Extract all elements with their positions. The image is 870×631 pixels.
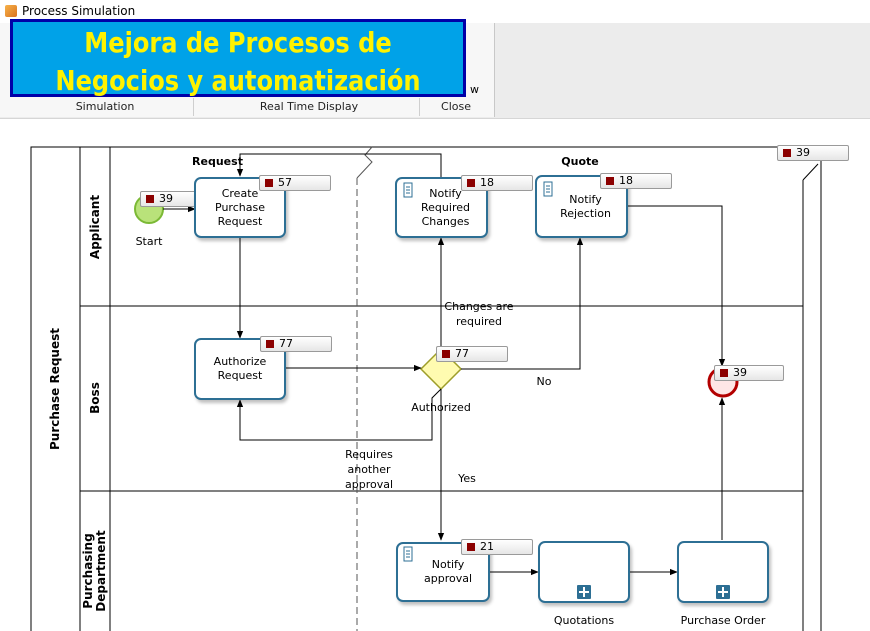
scroll-icon	[403, 182, 413, 198]
task-count-badge: 77	[260, 336, 332, 352]
task-count-badge: 57	[259, 175, 331, 191]
pool-border	[30, 146, 822, 631]
ribbon-group-close[interactable]: Close	[441, 100, 471, 113]
pool-label: Purchase Request	[48, 328, 62, 450]
window-title: Process Simulation	[22, 4, 136, 18]
scroll-icon	[543, 181, 553, 197]
process-simulation-app-icon	[5, 5, 17, 17]
ribbon-label-fragment: w	[470, 83, 479, 96]
gateway-label: Authorized	[411, 401, 471, 414]
flow-changes-to-create	[236, 153, 442, 178]
subprocess-label-purchase-order: Purchase Order	[680, 614, 766, 627]
start-count-badge: 39	[140, 191, 200, 207]
counter-square-icon	[606, 177, 614, 185]
flow-label-no: No	[536, 375, 552, 388]
counter-square-icon	[783, 149, 791, 157]
counter-square-icon	[442, 350, 450, 358]
flow-gateway-to-rejection	[461, 237, 584, 370]
counter-square-icon	[265, 179, 273, 187]
pool-corner	[802, 163, 819, 181]
task-count-badge: 18	[600, 173, 672, 189]
task-count-badge: 21	[461, 539, 533, 555]
ribbon-divider	[419, 98, 420, 116]
milestone-zigzag	[356, 146, 373, 179]
flow-rejection-to-end	[627, 205, 726, 367]
task-count-badge: 18	[461, 175, 533, 191]
subprocess-plus-icon	[716, 585, 730, 599]
title-banner: Mejora de Procesos de Negocios y automat…	[10, 19, 466, 97]
milestone-quote: Quote	[561, 155, 599, 168]
banner-text: Mejora de Procesos de Negocios y automat…	[55, 26, 421, 97]
subprocess-label-quotations: Quotations	[553, 614, 615, 627]
end-count-badge: 39	[714, 365, 784, 381]
counter-square-icon	[266, 340, 274, 348]
ribbon-group-real-time-display[interactable]: Real Time Display	[259, 100, 359, 113]
ribbon-group-simulation[interactable]: Simulation	[75, 100, 135, 113]
title-bar	[0, 0, 870, 23]
flow-label-requires-another-approval: Requires another approval	[344, 448, 394, 491]
gateway-count-badge: 77	[436, 346, 508, 362]
flow-gateway-to-authorize-again	[236, 388, 442, 441]
lane-label-purchasing: Purchasing Department	[81, 530, 108, 612]
subprocess-plus-icon	[577, 585, 591, 599]
scroll-icon	[403, 546, 413, 562]
pool-count-badge: 39	[777, 145, 849, 161]
flow-label-changes-required: Changes are required	[444, 300, 514, 328]
flow-label-yes: Yes	[458, 472, 476, 485]
lane-label-boss: Boss	[88, 382, 102, 414]
counter-square-icon	[720, 369, 728, 377]
counter-square-icon	[467, 543, 475, 551]
ribbon-divider	[193, 98, 194, 116]
lane-label-applicant: Applicant	[88, 194, 102, 260]
start-event-label: Start	[135, 235, 163, 248]
counter-square-icon	[467, 179, 475, 187]
subprocess-purchase-order[interactable]	[677, 541, 769, 603]
counter-square-icon	[146, 195, 154, 203]
milestone-request: Request	[192, 155, 243, 168]
